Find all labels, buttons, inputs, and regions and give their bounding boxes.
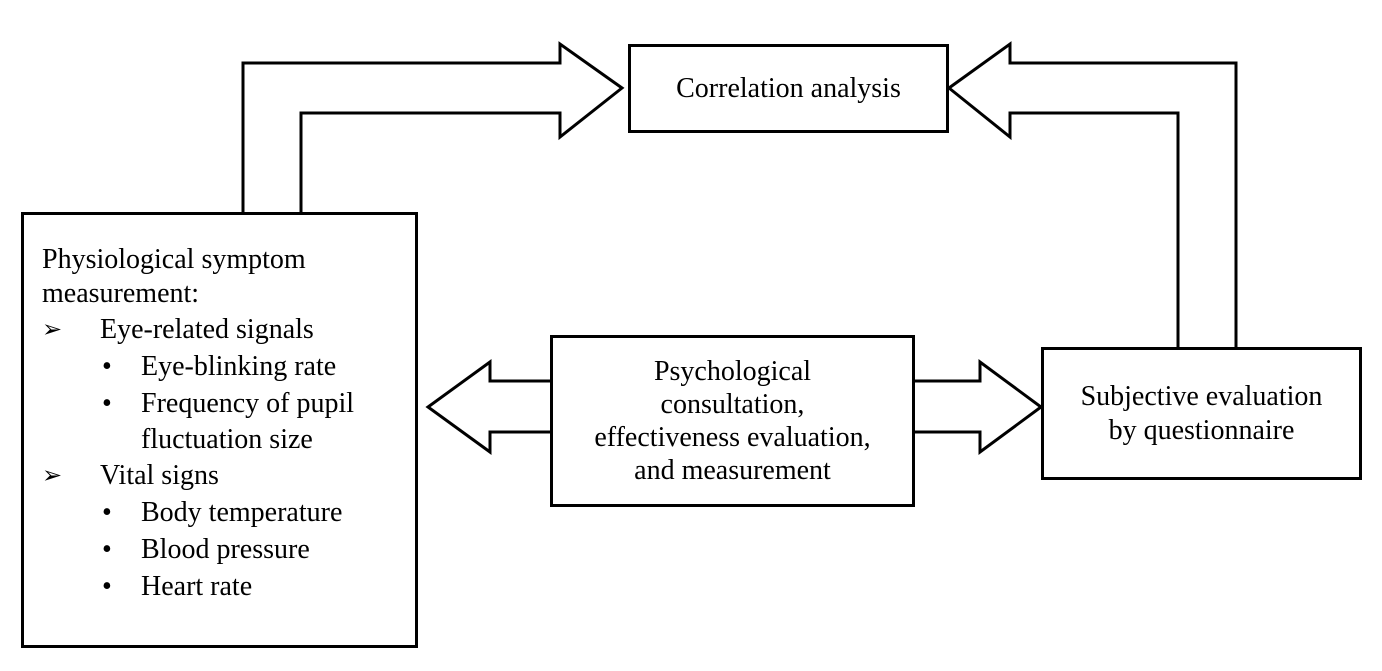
list-item: • Eye-blinking rate: [42, 348, 354, 385]
bullet-dot-icon: •: [102, 534, 112, 565]
physio-title-line-2: measurement:: [42, 278, 200, 309]
list-item: • Blood pressure: [42, 531, 354, 568]
arrowhead-bullet-icon: ➢: [42, 461, 63, 489]
psych-line-2: consultation,: [660, 389, 805, 420]
bullet-dot-icon: •: [102, 351, 112, 382]
subjective-line-1: Subjective evaluation: [1080, 380, 1323, 412]
group-eye-related: ➢ Eye-related signals: [42, 311, 354, 348]
psychological-consultation-label: Psychological consultation, effectivenes…: [594, 355, 870, 487]
arrowhead-bullet-icon: ➢: [42, 315, 63, 343]
group-label: Vital signs: [100, 460, 219, 491]
arrow-psych-to-physio: [425, 359, 550, 455]
list-item-label: Frequency of pupil: [141, 388, 355, 419]
correlation-analysis-box: Correlation analysis: [628, 44, 949, 133]
list-item-label: Eye-blinking rate: [141, 351, 337, 382]
list-item-label: Heart rate: [141, 571, 253, 602]
psychological-consultation-box: Psychological consultation, effectivenes…: [550, 335, 915, 507]
bullet-dot-icon: •: [102, 571, 112, 602]
group-label: Eye-related signals: [100, 314, 314, 345]
list-item-label: Body temperature: [141, 497, 343, 528]
arrow-physio-to-correlation: [241, 41, 625, 213]
psych-line-1: Psychological: [653, 356, 812, 387]
correlation-analysis-label: Correlation analysis: [676, 72, 901, 104]
arrow-psych-to-subjective: [915, 359, 1044, 455]
physiological-measurement-content: Physiological symptom measurement: ➢ Eye…: [42, 243, 354, 605]
arrow-subjective-to-correlation: [946, 41, 1238, 347]
group-vital-signs: ➢ Vital signs: [42, 457, 354, 494]
list-item-continuation: fluctuation size: [141, 424, 313, 455]
bullet-dot-icon: •: [102, 497, 112, 528]
psych-line-4: and measurement: [634, 455, 831, 486]
subjective-line-2: by questionnaire: [1108, 414, 1295, 446]
bullet-dot-icon: •: [102, 388, 112, 419]
list-item-label: Blood pressure: [141, 534, 310, 565]
subjective-evaluation-box: Subjective evaluation by questionnaire: [1041, 347, 1362, 480]
list-item: • Body temperature: [42, 494, 354, 531]
list-item: • Heart rate: [42, 568, 354, 605]
list-item: • Frequency of pupil: [42, 385, 354, 422]
physiological-measurement-box: Physiological symptom measurement: ➢ Eye…: [21, 212, 418, 648]
psych-line-3: effectiveness evaluation,: [594, 422, 871, 453]
physio-title-line-1: Physiological symptom: [42, 244, 306, 275]
subjective-evaluation-label: Subjective evaluation by questionnaire: [1081, 380, 1323, 448]
